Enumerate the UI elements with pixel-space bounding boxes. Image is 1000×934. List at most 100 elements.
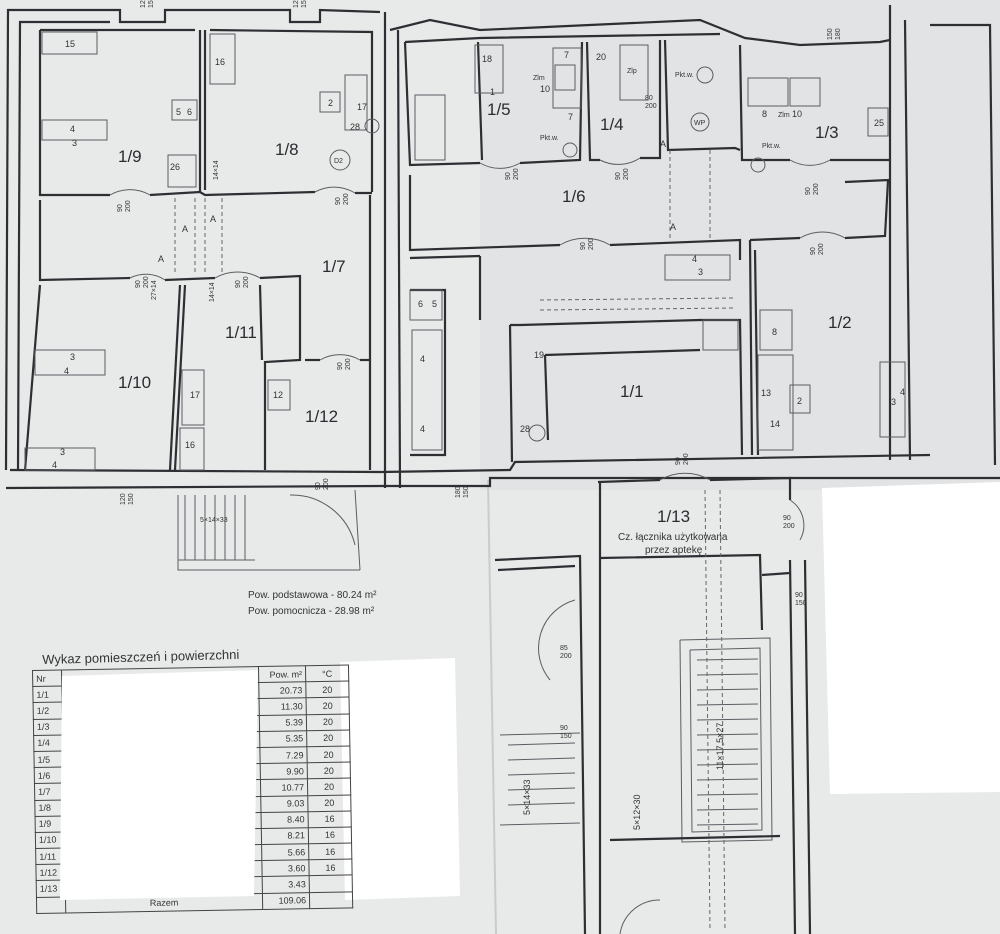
num-26: 26	[170, 162, 180, 172]
row-temp: 16	[308, 843, 352, 860]
num-8a: 8	[762, 109, 767, 119]
door-dim-120-150-a: 120150	[120, 493, 135, 505]
duct-lines	[174, 150, 736, 931]
toilet-a	[696, 66, 714, 84]
num-12: 12	[273, 390, 283, 400]
door-dim-entry: 90200	[315, 478, 330, 490]
label-zlm-a: Zlm	[533, 75, 545, 82]
furniture-16b	[179, 427, 205, 471]
outer-walls	[4, 5, 1000, 490]
door-dim-1-5: 90200	[505, 168, 520, 180]
furniture-sink-b	[747, 77, 789, 107]
furniture-13-14	[757, 354, 794, 451]
row-nr: 1/2	[33, 702, 63, 720]
row-area: 8.40	[261, 811, 309, 829]
label-a-1: A	[182, 224, 188, 234]
row-area: 9.90	[260, 762, 308, 780]
area-note-primary: Pow. podstawowa - 80.24 m²	[248, 590, 377, 601]
furniture-3-4d	[879, 361, 906, 438]
lower-walls	[177, 476, 812, 934]
label-zlp: Zlp	[627, 68, 637, 75]
row-temp: 20	[305, 681, 350, 699]
num-4a: 4	[70, 124, 75, 134]
furniture-cabinets	[411, 329, 443, 451]
furniture-6-5	[409, 289, 443, 321]
row-nr: 1/10	[35, 831, 65, 849]
door-dim-1-6: 90200	[580, 238, 595, 250]
row-nr: 1/3	[33, 718, 63, 736]
row-area: 20.73	[258, 681, 307, 699]
row-area: 10.77	[260, 779, 308, 797]
num-4e: 4	[420, 354, 425, 364]
heater-28a	[364, 118, 380, 134]
furniture-numbers: 15 16 2 17 28 4 3 5 6 26 18 7 10 1 20 8 …	[52, 39, 905, 470]
num-16b: 16	[185, 440, 195, 450]
furniture-3-4b	[24, 447, 96, 471]
num-4g: 4	[52, 460, 57, 470]
total-label: Razem	[65, 893, 263, 913]
door-dim-120-150-c: 120150	[293, 0, 308, 8]
room-label-1-6: 1/6	[562, 187, 586, 206]
row-temp: 16	[308, 810, 352, 828]
row-temp: 20	[307, 778, 351, 796]
num-19: 19	[534, 350, 544, 360]
row-nr: 1/4	[33, 734, 63, 752]
door-dimensions: 90200 90200 90200 90200 90200 90200 9020…	[117, 0, 842, 740]
room-label-1-4: 1/4	[600, 115, 624, 134]
row-nr: 1/7	[34, 783, 64, 800]
left-wing-walls	[23, 28, 374, 471]
stair-treads	[507, 658, 759, 826]
door-dim-1-2: 90200	[810, 243, 825, 255]
door-dim-1-4: 90200	[615, 168, 630, 180]
row-nr: 1/11	[35, 848, 65, 865]
door-dim-180-150: 180150	[455, 486, 470, 498]
num-17b: 17	[190, 390, 200, 400]
basin-a	[562, 142, 578, 158]
num-2b: 2	[797, 396, 802, 406]
door-dim-150-180: 150180	[827, 28, 842, 40]
furniture-16a	[209, 33, 236, 85]
num-14: 14	[770, 419, 780, 429]
door-dim-1-1: 90200	[675, 453, 690, 465]
num-2a: 2	[328, 98, 333, 108]
num-4f: 4	[420, 424, 425, 434]
row-temp: 16	[308, 826, 352, 844]
room-label-1-12: 1/12	[305, 407, 338, 426]
stairs-label-1: 5×14×33	[200, 517, 228, 524]
num-3e: 3	[60, 447, 65, 457]
furniture-3-4a	[34, 349, 106, 376]
num-4c: 4	[692, 254, 697, 264]
furniture-sink-c	[789, 77, 821, 107]
label-pktw-a: Pkt.w.	[675, 72, 694, 79]
num-5: 5	[176, 107, 181, 117]
header-nr: Nr	[32, 669, 62, 687]
row-temp: 20	[307, 794, 352, 812]
label-pktw-c: Pkt.w.	[762, 143, 781, 150]
room-label-1-9: 1/9	[118, 147, 142, 166]
furniture-8	[759, 309, 793, 351]
row-area: 5.39	[259, 714, 307, 732]
row-nr: 1/12	[35, 864, 66, 881]
row-temp: 20	[306, 729, 350, 747]
door-dim-1-11: 90200	[235, 276, 250, 288]
area-note-auxiliary: Pow. pomocnicza - 28.98 m²	[248, 606, 375, 617]
num-10a: 10	[540, 84, 550, 94]
furniture-7	[552, 47, 582, 109]
row-temp	[309, 875, 353, 893]
num-18: 18	[482, 54, 492, 64]
door-dim-1-12: 90200	[337, 358, 352, 370]
row-nr: 1/5	[33, 750, 64, 768]
label-a-4: A	[660, 139, 666, 149]
room-label-1-8: 1/8	[275, 140, 299, 159]
label-a-5: A	[670, 222, 676, 232]
header-temp: °C	[305, 664, 349, 682]
furniture-kitchen-a	[414, 94, 446, 161]
door-swings	[109, 157, 846, 934]
num-15: 15	[65, 39, 75, 49]
door-dim-1-8: 90200	[335, 193, 350, 205]
room-label-1-1: 1/1	[620, 382, 644, 401]
door-dim-1-10: 90200	[135, 276, 150, 288]
